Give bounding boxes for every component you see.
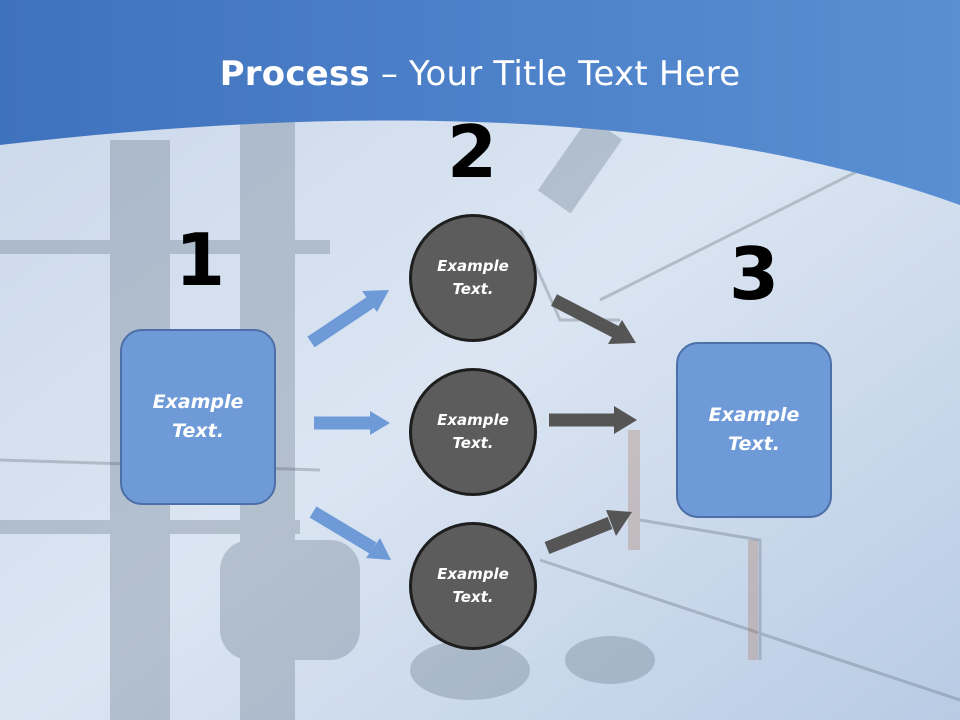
slide-title: Process – Your Title Text Here [0,52,960,96]
step-3-number: 3 [728,232,780,316]
step-2-circle-middle[interactable]: Example Text. [409,368,537,496]
step-2-number: 2 [446,110,498,194]
step-1-box[interactable]: Example Text. [120,329,276,505]
title-bold-part: Process [219,54,370,94]
circle-middle-text: Example Text. [437,411,509,452]
step-2-circle-bottom[interactable]: Example Text. [409,522,537,650]
circle-bottom-text: Example Text. [437,565,509,606]
step-2-circle-top[interactable]: Example Text. [409,214,537,342]
step-1-box-text: Example Text. [152,391,244,442]
title-rest-part: – Your Title Text Here [369,54,741,94]
step-3-box-text: Example Text. [708,404,800,455]
circle-top-text: Example Text. [437,257,509,298]
step-1-number: 1 [174,218,226,302]
step-3-box[interactable]: Example Text. [676,342,832,518]
